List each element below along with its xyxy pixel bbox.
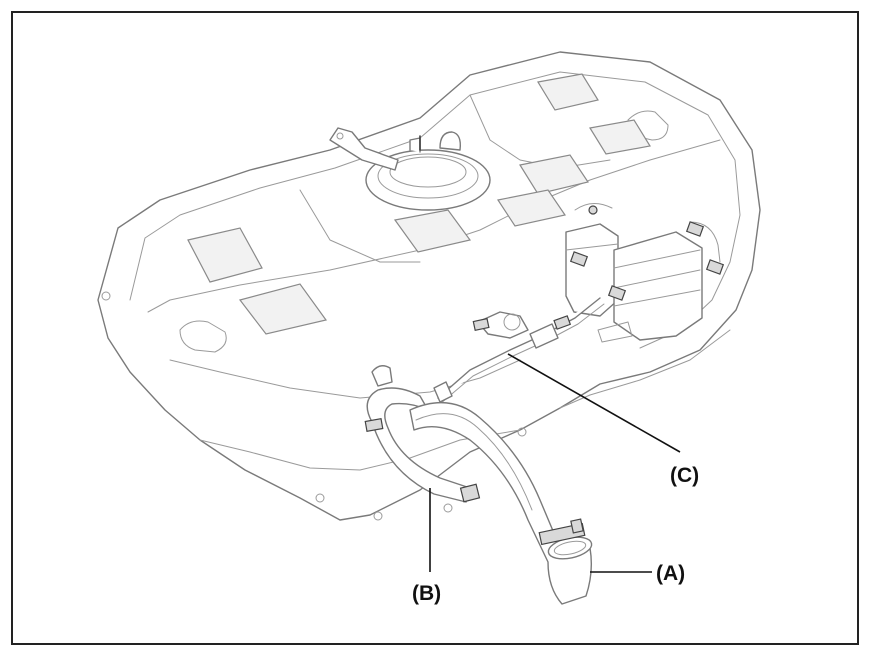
callout-a: (A) <box>656 562 685 585</box>
tank-pad <box>519 154 589 195</box>
tank-upper-surface <box>129 71 741 349</box>
tank-pad <box>187 227 263 283</box>
tank-saddle-left <box>299 189 421 263</box>
filler-neck <box>409 401 593 605</box>
mount-hole <box>443 503 453 513</box>
callout-b: (B) <box>412 582 441 605</box>
mount-hole <box>101 291 111 301</box>
vapour-hose <box>433 297 605 405</box>
mount-hole <box>517 427 527 437</box>
canister-assembly <box>565 203 725 343</box>
leader-line-c <box>507 353 681 453</box>
mount-hole <box>315 493 325 503</box>
tank-pad <box>393 209 472 253</box>
tank-pad <box>497 189 566 227</box>
mount-hole <box>373 511 383 521</box>
fuel-tank <box>97 51 761 521</box>
callout-c: (C) <box>670 464 699 487</box>
tank-left-pocket <box>179 320 227 353</box>
tank-bottom-edge <box>199 429 521 471</box>
fuel-pump-unit <box>329 127 491 211</box>
tank-flange <box>97 51 761 521</box>
tank-pad <box>589 119 651 155</box>
tank-lower-ridge <box>169 359 521 399</box>
tank-side-contour <box>559 329 731 409</box>
tank-pad <box>238 283 328 335</box>
tank-pad <box>537 73 599 111</box>
vent-hose <box>364 365 481 503</box>
tank-right-pocket <box>627 110 669 141</box>
